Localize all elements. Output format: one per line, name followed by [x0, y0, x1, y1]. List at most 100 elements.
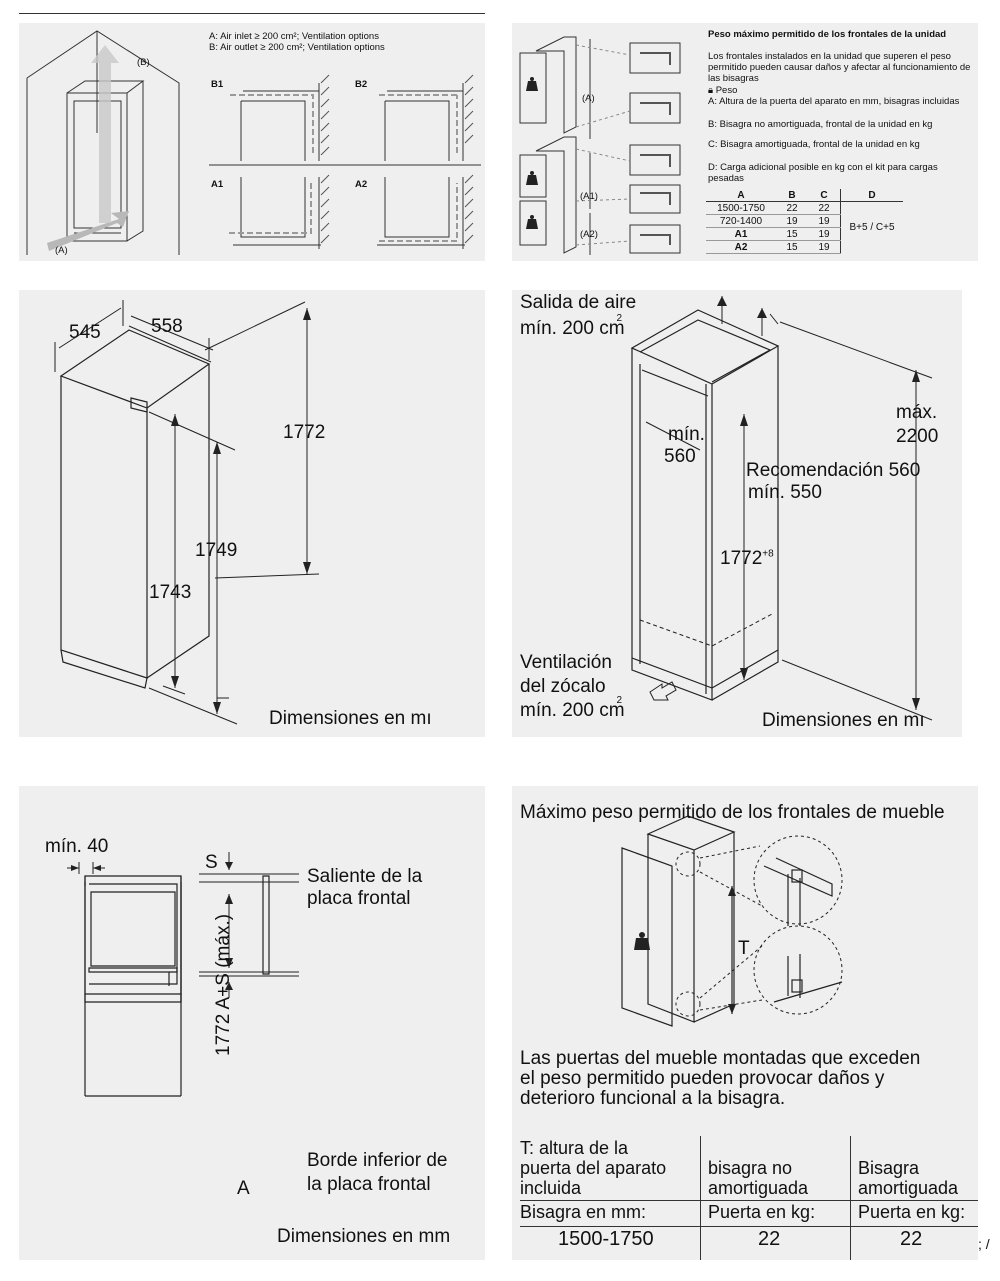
row-unit-cell: Puerta en kg: — [708, 1202, 816, 1222]
units-label: Dimensiones en mı — [269, 708, 432, 729]
table-rule — [520, 1226, 978, 1227]
table-cell: 19 — [808, 214, 841, 228]
table-cell: 19 — [808, 227, 841, 241]
row-unit-cell: Puerta en kg: — [858, 1202, 966, 1222]
callout-a2: (A2) — [580, 229, 598, 240]
table-cell: 22 — [808, 201, 841, 215]
overhang-s-label: S — [205, 852, 218, 873]
min-width-label: mín. — [668, 424, 705, 445]
furniture-weight-title: Máximo peso permitido de los frontales d… — [520, 802, 945, 823]
table-cell: A2 — [706, 240, 776, 254]
door-weight-title: Peso máximo permitido de los frontales d… — [708, 29, 947, 40]
table-header: C — [808, 189, 841, 202]
recommendation-min: mín. 550 — [748, 482, 822, 503]
table-rule — [520, 1200, 978, 1201]
col-header-damped: Bisagra amortiguada — [858, 1158, 958, 1198]
sub-label-a2: A2 — [355, 179, 368, 190]
row-value-cell: 1500-1750 — [558, 1228, 654, 1250]
table-cell: 19 — [776, 214, 808, 228]
legend-a: A: Altura de la puerta del aparato en mm… — [708, 96, 960, 107]
table-cell: 15 — [776, 227, 808, 241]
air-outlet-label-1: Salida de aire — [520, 292, 637, 313]
row-value-cell: 22 — [900, 1228, 923, 1250]
appliance-drawing — [54, 300, 320, 725]
units-label: Dimensiones en mı — [762, 710, 925, 731]
table-cell: A1 — [706, 227, 776, 241]
superscript: 2 — [616, 312, 623, 324]
ventilation-panel: A: Air inlet ≥ 200 cm²; Ventilation opti… — [19, 23, 485, 261]
furniture-front-weight-panel: Máximo peso permitido de los frontales d… — [512, 786, 978, 1260]
max-value: 2200 — [896, 426, 939, 447]
legend-b: B: Bisagra no amortiguada, frontal de la… — [708, 119, 933, 130]
table-cell: 19 — [808, 240, 841, 254]
plinth-vent-label-1: Ventilación — [520, 652, 612, 673]
front-panel-drawing — [67, 852, 299, 1097]
col-header-line: amortiguada — [708, 1178, 809, 1198]
min-gap-label: mín. 40 — [45, 836, 109, 857]
table-header: B — [776, 189, 808, 202]
superscript: 2 — [616, 694, 623, 706]
col-header-line: incluida — [520, 1178, 582, 1198]
plinth-vent-label-2: del zócalo — [520, 676, 606, 697]
niche-drawing — [630, 296, 933, 721]
lower-edge-label-2: la placa frontal — [307, 1174, 431, 1195]
table-header-row: A B C D — [706, 189, 903, 202]
col-header-line: amortiguada — [858, 1178, 959, 1198]
table-row: A2 15 19 — [706, 240, 903, 254]
table-header: A — [706, 189, 776, 202]
ventilation-note-b: B: Air outlet ≥ 200 cm²; Ventilation opt… — [209, 42, 385, 53]
door-weight-panel: (A) (A1) (A2) Peso máximo permitido de l… — [512, 23, 978, 261]
air-outlet-value: mín. 200 cm — [520, 318, 625, 339]
furniture-front-drawing — [621, 815, 843, 1027]
callout-a1: (A1) — [580, 191, 598, 202]
sub-label-b1: B1 — [211, 79, 224, 90]
sub-label-a1: A1 — [211, 179, 224, 190]
bottom-a-label: A — [237, 1178, 250, 1199]
table-cell: 720-1400 — [706, 214, 776, 228]
legend-c: C: Bisagra amortiguada, frontal de la un… — [708, 139, 920, 150]
col-header-line: puerta del aparato — [520, 1158, 667, 1178]
min-width-value: 560 — [664, 446, 696, 467]
callout-a: (A) — [55, 245, 68, 256]
table-cell-d: B+5 / C+5 — [849, 222, 895, 234]
description-line-1: Las puertas del mueble montadas que exce… — [520, 1048, 921, 1069]
niche-height-value: 1772 — [720, 548, 763, 569]
description-line-3: deterioro funcional a la bisagra. — [520, 1088, 786, 1109]
door-weight-drawing — [519, 36, 681, 255]
legend-weight: 🔒︎ Peso — [708, 85, 737, 96]
col-header-undamped: bisagra no amortiguada — [708, 1158, 808, 1198]
row-value-cell: 22 — [758, 1228, 781, 1250]
niche-dimensions-panel: Salida de aire mín. 200 cm2 máx. 2200 mí… — [512, 290, 962, 737]
sub-label-b2: B2 — [355, 79, 368, 90]
plinth-vent-label-3: mín. 200 cm2 — [520, 695, 630, 722]
table-row: 720-1400 19 19 — [706, 214, 903, 228]
overhang-label-1: Saliente de la — [307, 866, 423, 887]
callout-b: (B) — [137, 57, 150, 68]
description-line-2: el peso permitido pueden provocar daños … — [520, 1068, 885, 1089]
lower-edge-label-1: Borde inferior de — [307, 1150, 448, 1171]
dim-height-front: 1743 — [149, 582, 192, 603]
table-divider — [700, 1136, 701, 1260]
legend-d: D: Carga adicional posible en kg con el … — [708, 162, 938, 184]
table-row: 1500-1750 22 22 B+5 / C+5 — [706, 201, 903, 233]
units-label: Dimensiones en mm — [277, 1226, 451, 1247]
overhang-label-2: placa frontal — [307, 888, 411, 909]
page-mark: ; / — [978, 1236, 990, 1252]
weight-icon: 🔒︎ — [708, 85, 714, 96]
col-header-line: T: altura de la — [520, 1138, 629, 1158]
front-height-label: 1772 A+S (máx.) — [213, 913, 234, 1056]
top-rule — [19, 13, 485, 14]
legend-weight-text: Peso — [715, 85, 738, 96]
col-header-line: Bisagra — [858, 1158, 920, 1178]
dim-height-side: 1749 — [195, 540, 238, 561]
dim-height-total: 1772 — [283, 422, 326, 443]
front-panel-height-panel: mín. 40 S Saliente de la placa frontal 1… — [19, 786, 485, 1260]
table-row: A1 15 19 — [706, 227, 903, 241]
table-header: D — [840, 189, 903, 202]
table-cell: 1500-1750 — [706, 201, 776, 215]
ventilation-drawing — [26, 30, 481, 255]
callout-a: (A) — [582, 93, 595, 104]
niche-height-tolerance: +8 — [762, 548, 774, 560]
table-cell: 15 — [776, 240, 808, 254]
niche-height: 1772+8 — [720, 548, 774, 570]
